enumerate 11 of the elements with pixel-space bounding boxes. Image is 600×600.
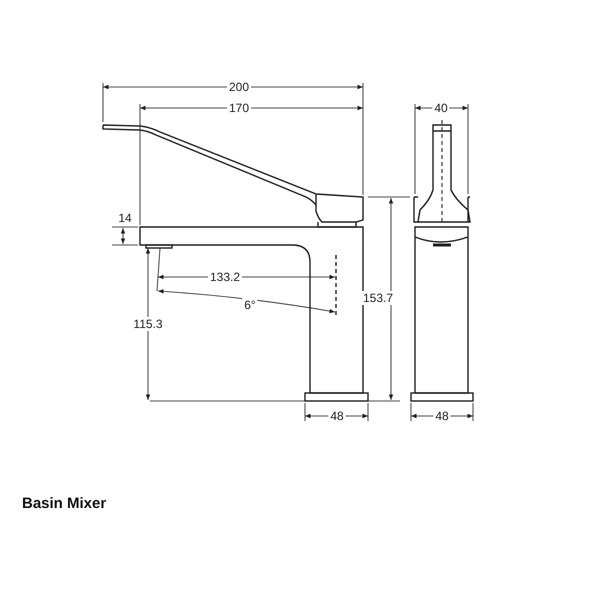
dimension-label: 40 bbox=[432, 101, 450, 115]
title: Basin Mixer bbox=[22, 495, 106, 512]
dimension-label: 133.2 bbox=[208, 270, 242, 284]
dimension-label: 200 bbox=[226, 80, 252, 94]
dimension-label: 153.7 bbox=[360, 291, 396, 305]
dimension-label: 48 bbox=[328, 409, 346, 423]
dimension-label: 170 bbox=[226, 101, 252, 115]
dimension-label: 48 bbox=[433, 409, 451, 423]
dimension-label: 6° bbox=[242, 298, 258, 312]
dimension-label: 115.3 bbox=[131, 317, 165, 331]
dimension-label: 14 bbox=[116, 211, 134, 225]
